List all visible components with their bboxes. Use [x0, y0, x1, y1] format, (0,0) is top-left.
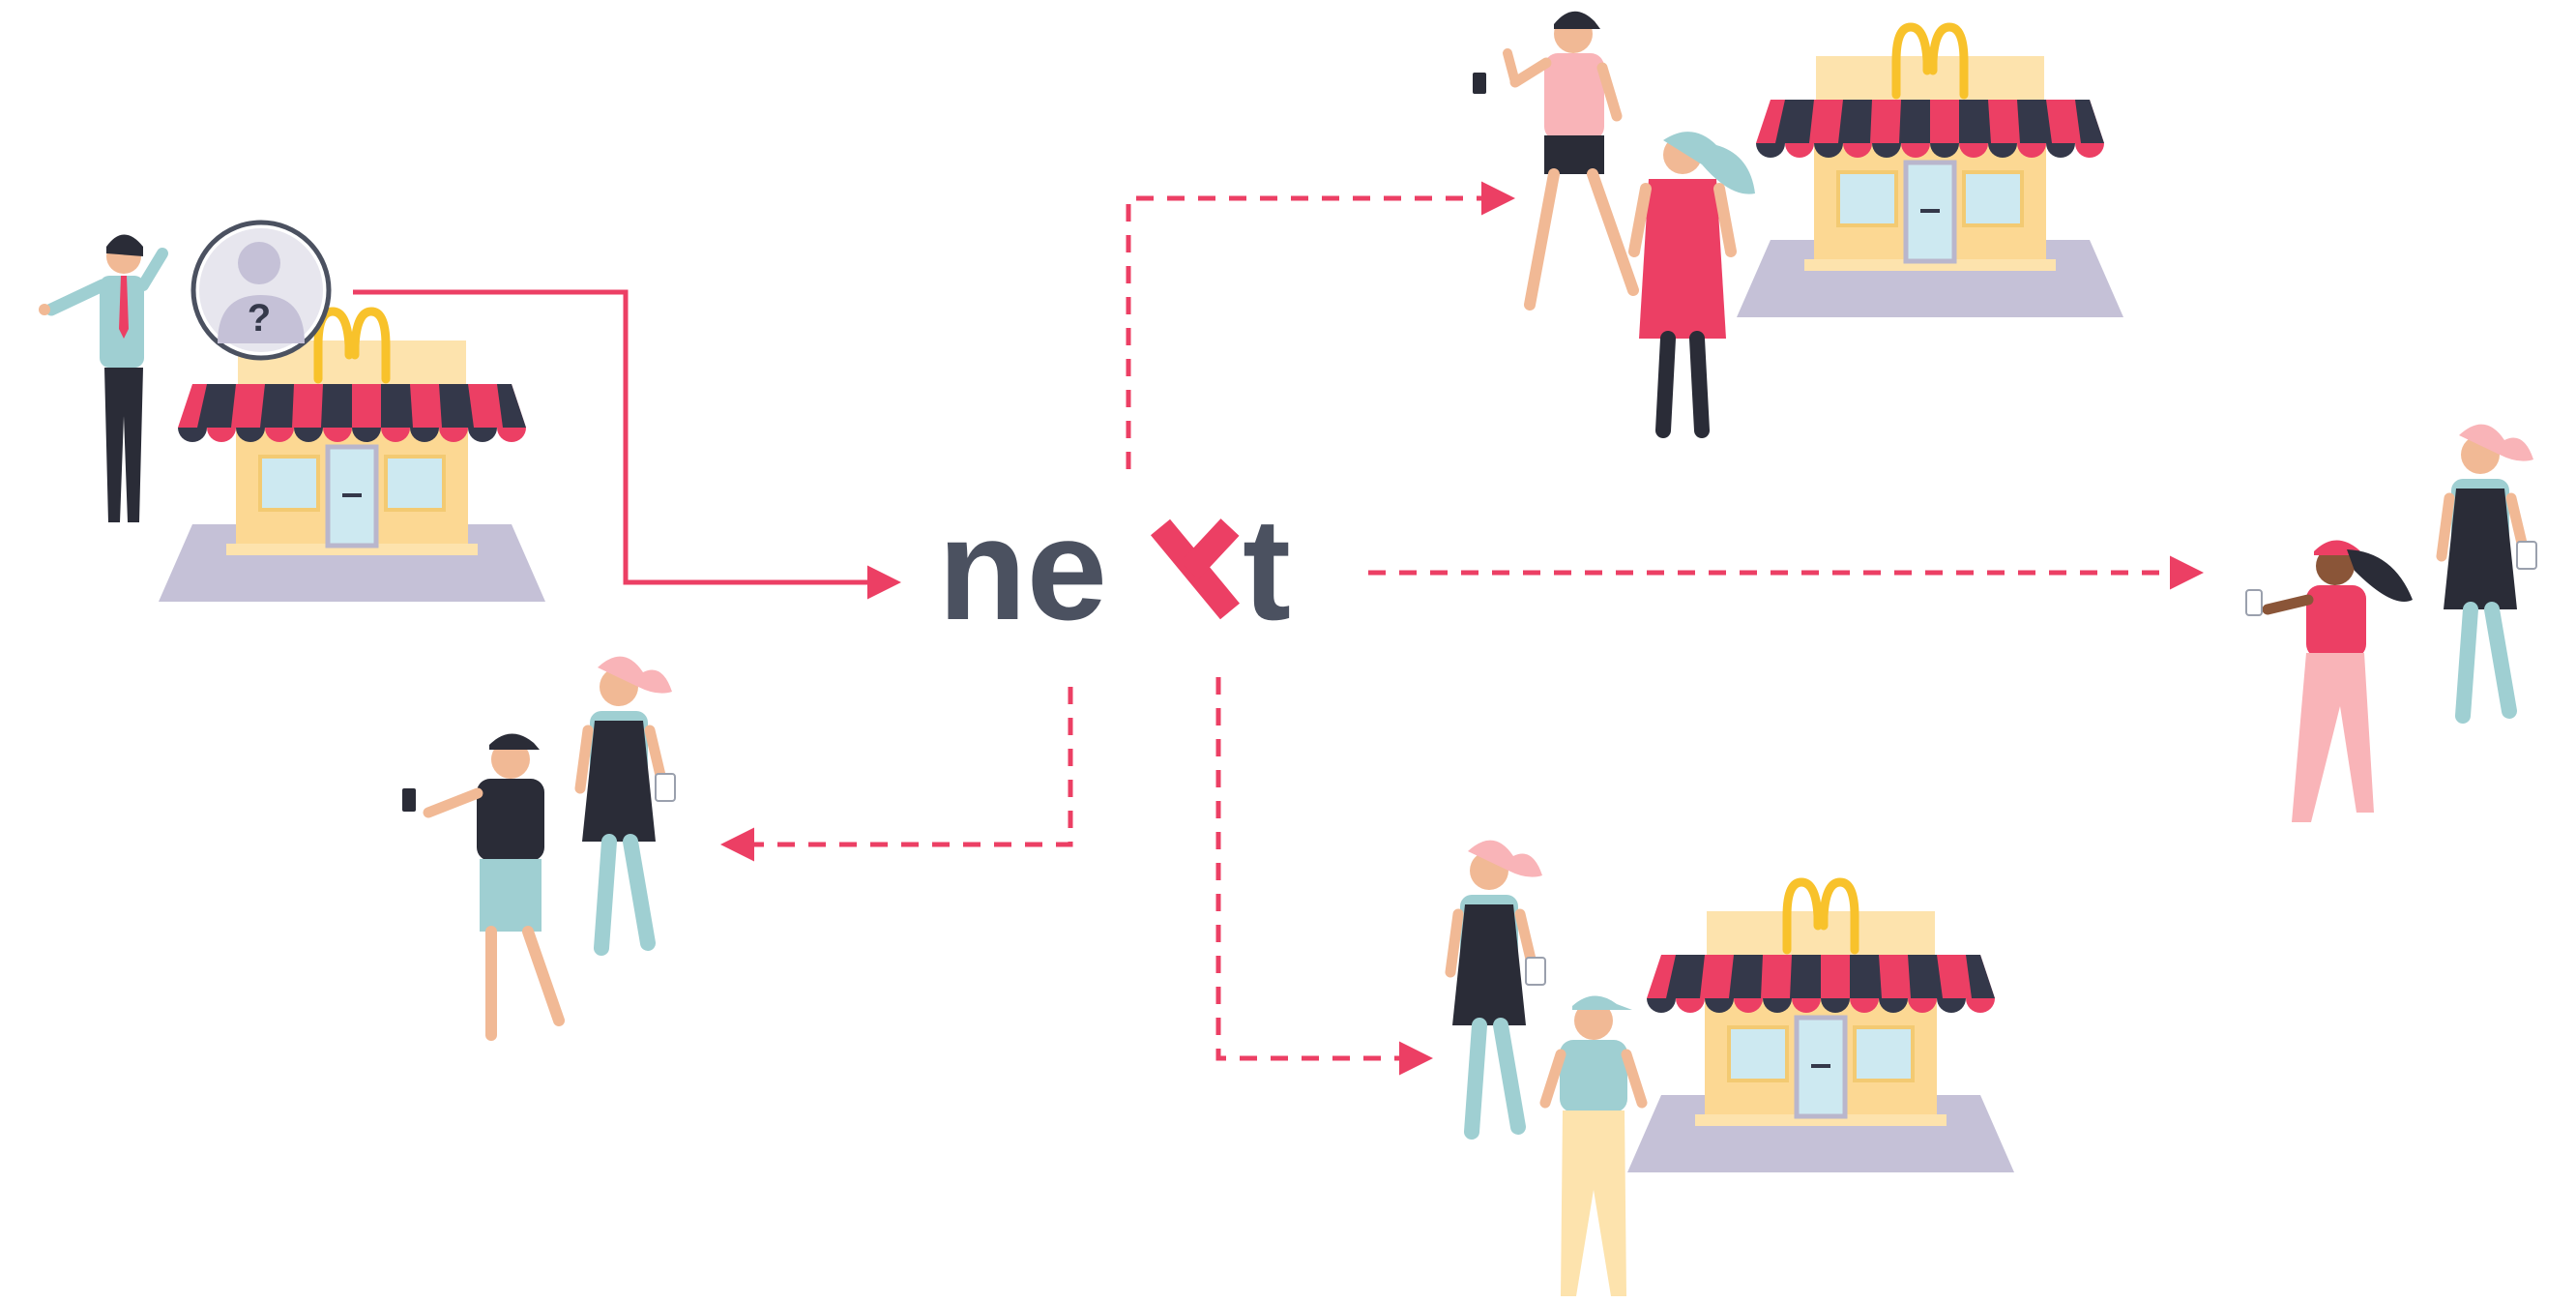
- worker-icon: [2245, 540, 2413, 822]
- connector-bottom: [1215, 677, 1433, 1076]
- x-mark-icon: [1150, 518, 1241, 620]
- worker-icon: [2442, 425, 2536, 716]
- worker-icon: [1450, 841, 1545, 1132]
- logo-text-right: t: [1243, 488, 1291, 650]
- logo-text-left: ne: [938, 488, 1107, 650]
- worker-icon: [1628, 132, 1755, 438]
- worker-icon: [1503, 11, 1639, 311]
- phone-icon: [1473, 73, 1486, 94]
- svg-text:?: ?: [248, 297, 271, 340]
- worker-icon: [402, 733, 565, 1041]
- restaurant-icon: [1627, 882, 2014, 1172]
- connector-top: [1126, 181, 1515, 469]
- restaurant-icon: [1737, 27, 2123, 317]
- restaurant-icon: [159, 311, 545, 602]
- next-logo: ne t: [938, 488, 1291, 650]
- worker-icon: [1539, 995, 1648, 1296]
- manager-icon: [39, 234, 168, 522]
- worker-icon: [580, 657, 675, 948]
- unknown-person-icon: ?: [190, 220, 332, 361]
- connector-solid: [353, 289, 901, 600]
- connector-left: [720, 687, 1073, 862]
